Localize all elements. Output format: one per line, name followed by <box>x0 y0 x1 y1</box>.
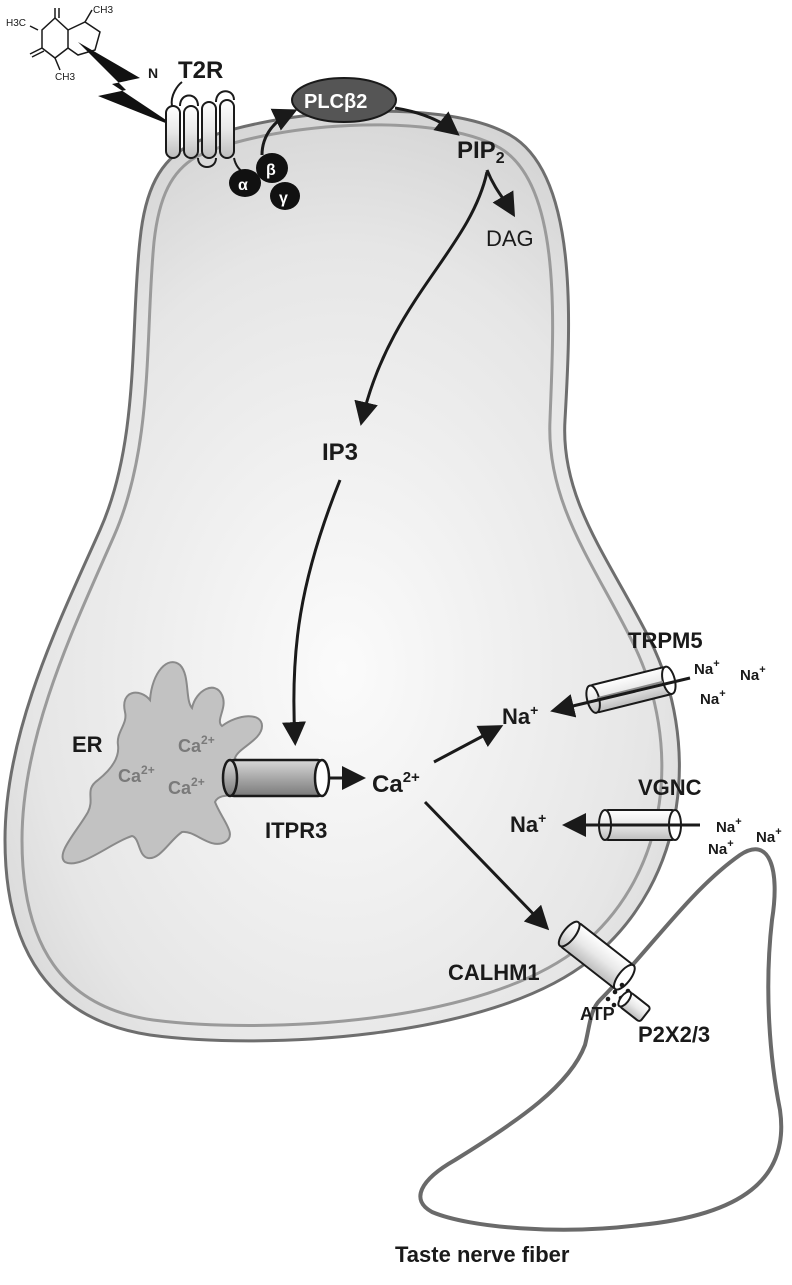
plcb2-label: PLCβ2 <box>304 91 367 113</box>
er-calcium-3: Ca2+ <box>168 775 205 798</box>
t2r-receptor <box>165 81 247 175</box>
calhm1-label: CALHM1 <box>448 960 540 985</box>
methyl-label-3: CH3 <box>55 72 75 83</box>
itpr3-label: ITPR3 <box>265 818 327 843</box>
arrow-calcium-trpm5 <box>433 725 504 764</box>
vgnc-sodium-out-1: Na+ <box>716 816 742 836</box>
trpm5-sodium-out-2: Na+ <box>740 664 766 684</box>
g-beta-label: β <box>266 162 276 179</box>
calcium-label: Ca2+ <box>372 769 420 798</box>
ip3-label: IP3 <box>322 439 358 466</box>
g-protein <box>229 153 300 210</box>
cell-membrane-inner <box>20 123 664 1027</box>
arrow-ip3-itpr3 <box>282 479 342 746</box>
vgnc-sodium-inside: Na+ <box>510 810 546 837</box>
plcb2-enzyme <box>291 77 397 123</box>
er-organelle <box>61 661 264 865</box>
arrow-trpm5-sodium <box>550 676 691 718</box>
vgnc-sodium-out-2: Na+ <box>756 826 782 846</box>
atp-label: ATP <box>580 1004 615 1024</box>
methyl-label-2: CH3 <box>93 5 113 16</box>
g-alpha-label: α <box>238 177 248 194</box>
er-calcium-2: Ca2+ <box>118 763 155 786</box>
n-terminus-label: N <box>148 65 158 81</box>
p2x-channel <box>617 990 651 1022</box>
p2x-label: P2X2/3 <box>638 1022 710 1047</box>
trpm5-channel <box>585 665 677 714</box>
arrow-calcium-calhm1 <box>423 800 550 931</box>
t2r-label: T2R <box>178 57 223 84</box>
itpr3-channel <box>221 758 331 798</box>
trpm5-label: TRPM5 <box>628 628 703 653</box>
arrow-plc-pip2 <box>394 106 460 136</box>
vgnc-label: VGNC <box>638 775 702 800</box>
pip2-label: PIP2 <box>457 137 505 167</box>
calhm1-channel <box>557 920 636 991</box>
trpm5-sodium-out-1: Na+ <box>694 658 720 678</box>
g-gamma-label: γ <box>279 190 288 207</box>
trpm5-sodium-out-3: Na+ <box>700 688 726 708</box>
methyl-label-1: H3C <box>6 18 26 29</box>
er-calcium-1: Ca2+ <box>178 733 215 756</box>
dag-label: DAG <box>486 226 534 251</box>
er-label: ER <box>72 732 103 757</box>
nerve-fiber-shape <box>418 847 784 1232</box>
trpm5-sodium-inside: Na+ <box>502 702 538 729</box>
bitter-compound <box>29 8 101 71</box>
nerve-fiber-label: Taste nerve fiber <box>395 1242 570 1267</box>
vgnc-sodium-out-3: Na+ <box>708 838 734 858</box>
arrow-pip2-ip3 <box>354 171 489 426</box>
lightning-bolt-icon <box>78 42 178 128</box>
arrow-gprotein-plc <box>260 108 298 156</box>
taste-cell-body <box>3 109 681 1043</box>
arrow-pip2-dag <box>485 169 516 218</box>
